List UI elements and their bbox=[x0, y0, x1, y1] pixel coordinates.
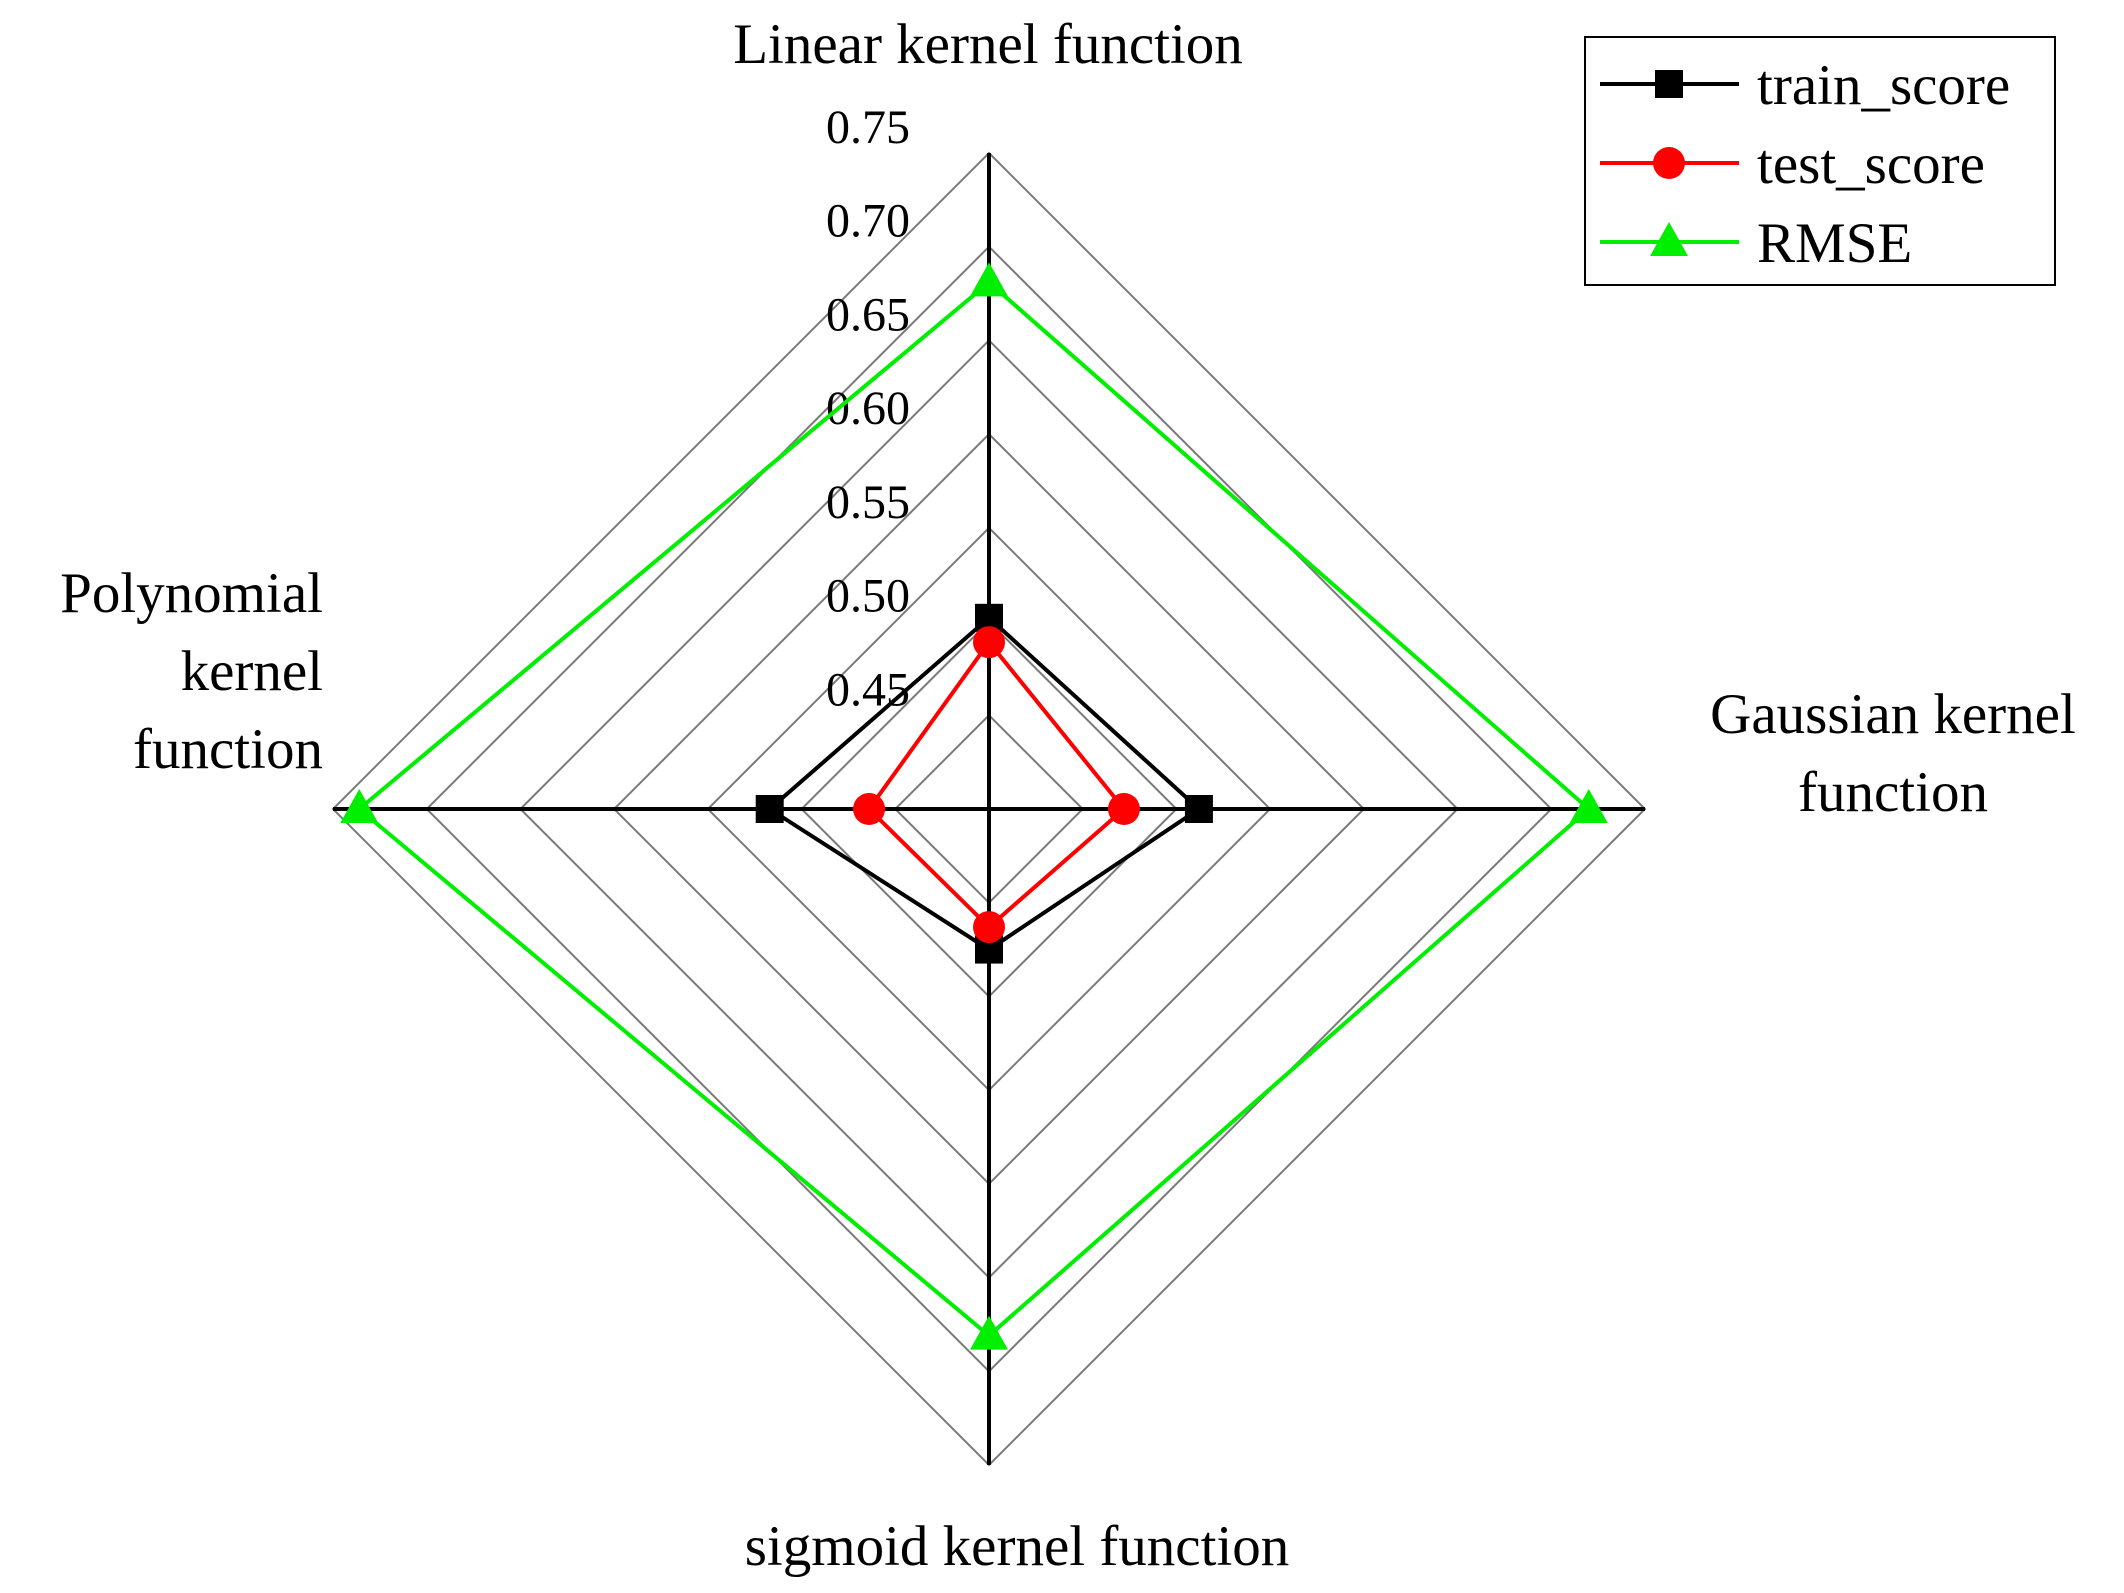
data-point bbox=[1569, 789, 1608, 823]
series-RMSE bbox=[340, 262, 1608, 1350]
series-train-score bbox=[755, 603, 1213, 964]
legend-label: train_score bbox=[1757, 54, 2010, 117]
series-test-score bbox=[853, 626, 1140, 944]
data-point bbox=[970, 262, 1008, 297]
tick-label: 0.50 bbox=[826, 570, 910, 623]
tick-label: 0.75 bbox=[826, 101, 910, 154]
legend-marker bbox=[1653, 147, 1685, 179]
tick-label: 0.70 bbox=[826, 195, 910, 248]
legend-label: RMSE bbox=[1757, 212, 1912, 275]
data-point bbox=[340, 789, 379, 823]
data-point bbox=[1184, 795, 1213, 823]
legend-marker bbox=[1655, 70, 1683, 98]
legend-item-RMSE: RMSE bbox=[1600, 212, 1912, 275]
axis-label-linear: Linear kernel function bbox=[733, 13, 1243, 76]
data-point bbox=[970, 1315, 1008, 1350]
legend-label: test_score bbox=[1757, 133, 1985, 196]
data-point bbox=[853, 793, 886, 825]
data-point bbox=[973, 626, 1005, 659]
data-point bbox=[1107, 793, 1140, 825]
legend-item-test-score: test_score bbox=[1600, 133, 1985, 196]
data-point bbox=[755, 795, 784, 823]
tick-label: 0.55 bbox=[826, 476, 910, 529]
axis-label-sigmoid: sigmoid kernel function bbox=[745, 1515, 1290, 1578]
legend-item-train-score: train_score bbox=[1600, 54, 2010, 117]
tick-label: 0.65 bbox=[826, 288, 910, 341]
legend-marker bbox=[1650, 222, 1688, 256]
data-series bbox=[340, 262, 1608, 1350]
data-point bbox=[973, 911, 1005, 944]
radar-axes bbox=[333, 153, 1645, 1465]
radial-tick-labels: 0.450.500.550.600.650.700.75 bbox=[826, 101, 910, 716]
tick-label: 0.45 bbox=[826, 663, 910, 716]
